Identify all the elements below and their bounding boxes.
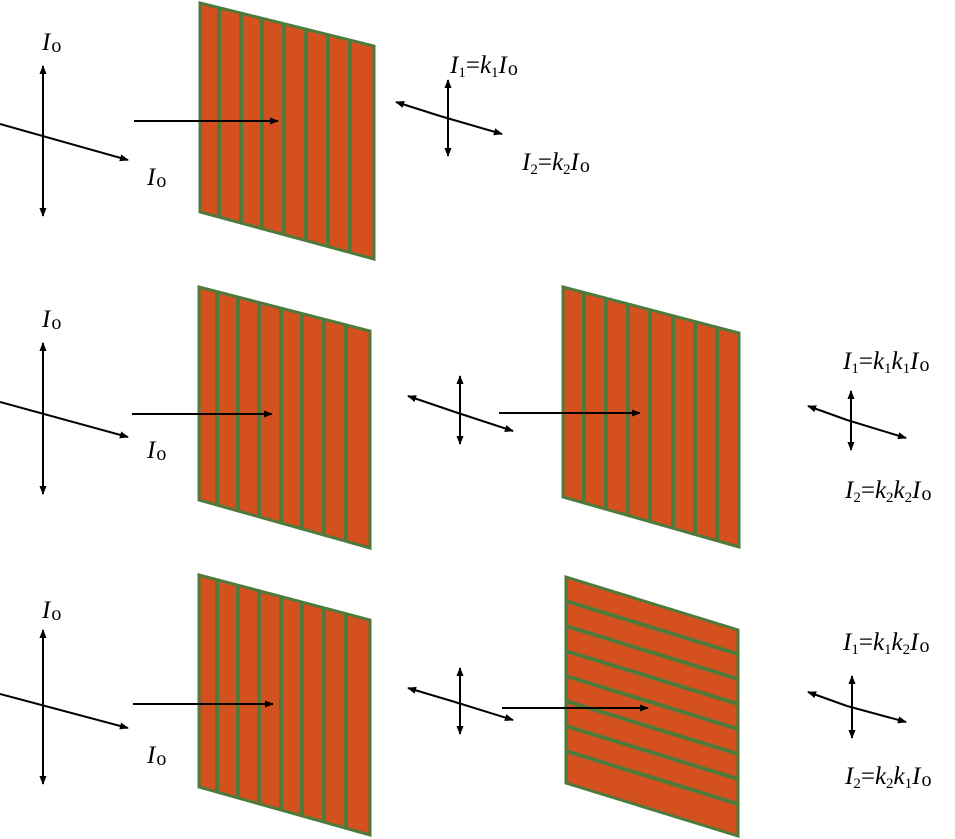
incident-polarization-cross	[0, 65, 129, 217]
polarizer-panel-2	[561, 285, 741, 549]
polarizer-panel-1	[197, 573, 372, 837]
row-1	[0, 1, 503, 261]
row-3-incident-intensity-label: Io	[42, 597, 62, 625]
row-2	[0, 285, 907, 550]
row-1-incident-intensity-label: Io	[42, 29, 62, 57]
row-1-output-i2-label: I2=k2Io	[522, 149, 590, 178]
row-1-output-i1-label: I1=k1Io	[450, 52, 518, 81]
row-2-beam-intensity-label: Io	[147, 437, 167, 465]
output-polarization-cross	[395, 79, 503, 157]
incident-polarization-cross	[0, 629, 129, 785]
row-2-output-i2-label: I2=k2k2Io	[845, 477, 932, 506]
row-3-beam-intensity-label: Io	[147, 742, 167, 770]
polarizer-panel	[198, 1, 376, 261]
row-3-output-i2-label: I2=k2k1Io	[845, 763, 932, 792]
polarizer-panel-2-horizontal	[564, 574, 740, 839]
intermediate-polarization-cross	[407, 375, 514, 445]
row-3-output-i1-label: I1=k1k2Io	[843, 629, 930, 658]
output-polarization-cross	[807, 390, 907, 451]
output-polarization-cross	[807, 675, 907, 739]
row-2-output-i1-label: I1=k1k1Io	[843, 348, 930, 377]
intermediate-polarization-cross	[407, 667, 514, 735]
polarizer-panel-1	[197, 285, 372, 550]
incident-polarization-cross	[0, 342, 129, 495]
row-1-beam-intensity-label: Io	[147, 164, 167, 192]
row-2-incident-intensity-label: Io	[42, 306, 62, 334]
row-3	[0, 573, 907, 839]
